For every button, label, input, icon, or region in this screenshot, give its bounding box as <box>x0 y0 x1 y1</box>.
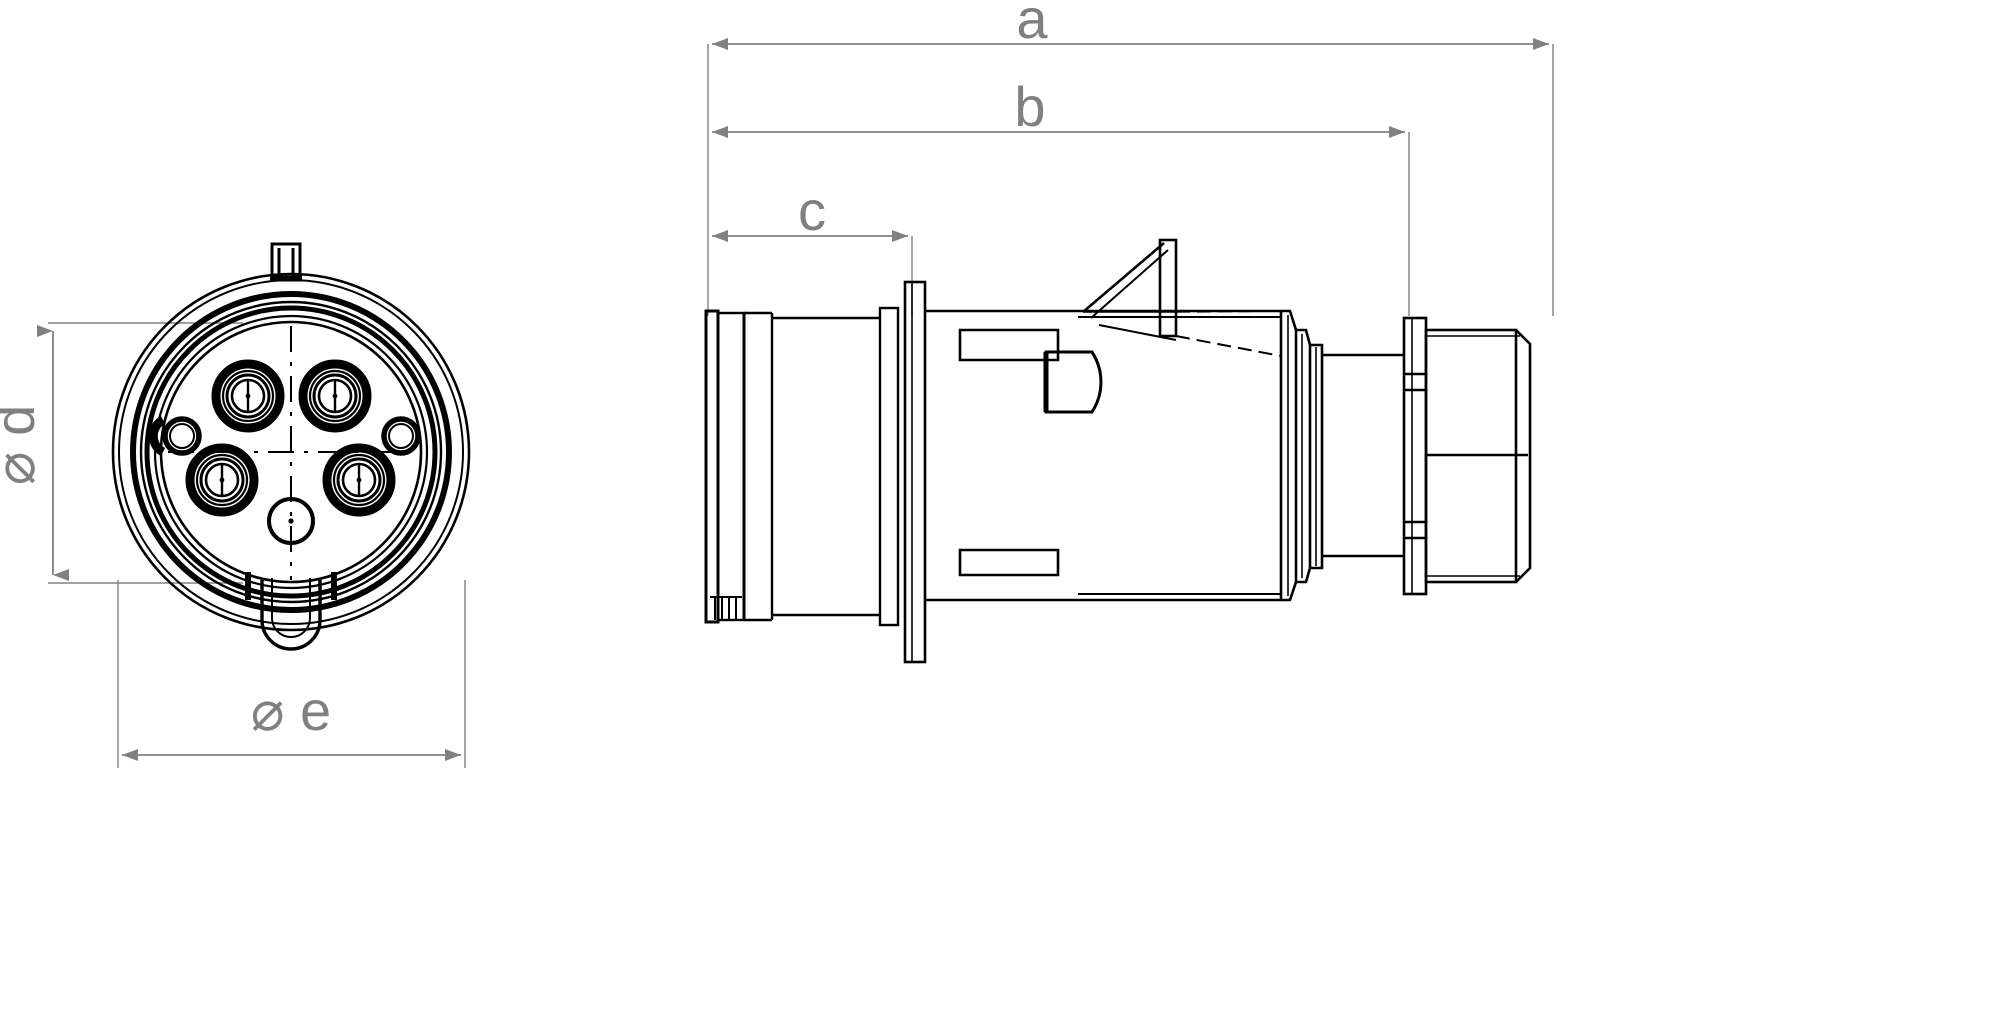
dimension-label-b: b <box>1014 75 1045 138</box>
dimension-label-a: a <box>1016 0 1048 50</box>
cap-shaft <box>1322 353 1404 558</box>
collar-ring-2 <box>139 300 443 604</box>
keyway-left-inner <box>169 423 195 449</box>
threaded-cap-nut <box>1402 316 1532 596</box>
front-view-body <box>111 242 471 651</box>
pin-upper-right <box>298 359 372 433</box>
front-view-centrelines <box>168 326 414 580</box>
collar-ring-1 <box>130 291 452 613</box>
side-view-body <box>704 238 1532 664</box>
dimension-label-c: c <box>798 179 826 242</box>
spigot-barrel <box>744 306 900 627</box>
collar-ring-4 <box>153 314 429 590</box>
dimension-label-e: ⌀ e <box>251 679 331 742</box>
collar-ring-3 <box>144 305 438 599</box>
cable-gland-end <box>704 309 746 624</box>
mounting-flange <box>903 280 927 664</box>
dimension-label-d: ⌀ d <box>0 405 46 485</box>
outer-shell-circle-inner <box>118 279 464 625</box>
keyway-right-inner <box>388 423 414 449</box>
outer-shell-circle <box>111 272 471 632</box>
front-view-dimension-lines <box>48 322 466 768</box>
pin-upper-left <box>211 359 285 433</box>
grip-ribs <box>1279 309 1324 602</box>
front-view-keyways <box>148 416 421 456</box>
keyway-right-circle <box>381 416 421 456</box>
keyway-left-shade <box>148 416 166 456</box>
latch-lever <box>1082 238 1282 357</box>
body-barrel <box>925 309 1281 602</box>
side-view-dimension-lines <box>707 44 1554 316</box>
pin-lower-right <box>322 443 396 517</box>
bottom-latch-hook <box>260 578 322 651</box>
pin-lower-left <box>185 443 259 517</box>
